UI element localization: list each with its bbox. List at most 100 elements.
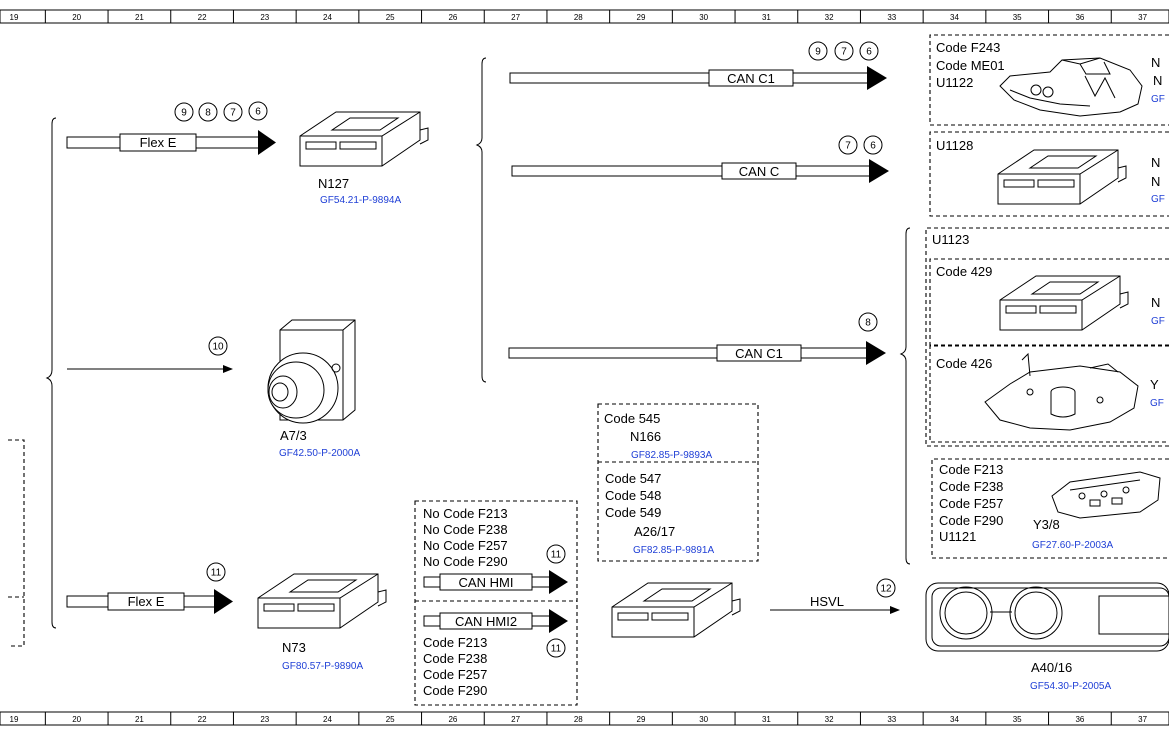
ruler-top-number: 23 [260, 13, 269, 22]
n166-code: Code 545 [604, 411, 660, 426]
a7-3-ref: GF42.50-P-2000A [279, 448, 360, 459]
svg-text:U1122: U1122 [936, 75, 973, 90]
can-c1-top-bus: CAN C1 [509, 66, 887, 90]
svg-text:No Code F257: No Code F257 [423, 538, 508, 553]
pump-unit-u1122 [999, 57, 1143, 117]
svg-text:Code F213: Code F213 [939, 462, 1003, 477]
hmi-code-list: Code F213 Code F238 Code F257 Code F290 [423, 635, 487, 698]
ruler-bottom-number: 31 [762, 715, 771, 724]
ruler-top-number: 19 [10, 13, 19, 22]
ecu-a26-17 [611, 582, 741, 638]
flex-e-top-bus: Flex E [66, 130, 276, 155]
ruler-bottom-number: 24 [323, 715, 332, 724]
y3-8-ref: GF27.60-P-2003A [1032, 540, 1113, 551]
svg-text:11: 11 [551, 550, 562, 561]
y3-8-label: Y3/8 [1033, 517, 1060, 532]
ruler-top-number: 27 [511, 13, 520, 22]
svg-text:N: N [1151, 295, 1160, 310]
right-box-u1123 [925, 227, 1169, 447]
svg-text:Code F213: Code F213 [423, 635, 487, 650]
ruler-top-number: 35 [1013, 13, 1022, 22]
svg-text:N: N [1151, 174, 1160, 189]
svg-text:Code 429: Code 429 [936, 264, 992, 279]
svg-text:9: 9 [181, 108, 187, 119]
ruler-top-number: 31 [762, 13, 771, 22]
a40-16-label: A40/16 [1031, 660, 1072, 675]
svg-text:9: 9 [815, 47, 821, 58]
component-a7-3: A7/3 GF42.50-P-2000A [267, 319, 360, 459]
ruler-top-number: 32 [825, 13, 834, 22]
ruler-top-number: 29 [637, 13, 646, 22]
flex-e-top-circles: 9 8 7 6 [174, 101, 268, 122]
svg-text:Code F243: Code F243 [936, 40, 1000, 55]
ruler-bottom-number: 32 [825, 715, 834, 724]
n73-ref: GF80.57-P-9890A [282, 661, 363, 672]
svg-text:Code F290: Code F290 [939, 513, 1003, 528]
ruler-bottom-number: 22 [198, 715, 207, 724]
ecu-n127: N127 GF54.21-P-9894A [299, 111, 429, 206]
valve-body-y3-8 [1051, 471, 1161, 519]
ruler-top-number: 20 [72, 13, 81, 22]
ruler-top-number: 34 [950, 13, 959, 22]
n166-ref: GF82.85-P-9893A [631, 450, 712, 461]
svg-text:Code F238: Code F238 [423, 651, 487, 666]
valve-unit-code-426 [984, 352, 1139, 431]
n73-label: N73 [282, 640, 306, 655]
hsvl-label: HSVL [810, 594, 844, 609]
ruler-top-number: 25 [386, 13, 395, 22]
right-box-2 [929, 131, 1169, 217]
n166-label: N166 [630, 429, 661, 444]
svg-text:No Code F290: No Code F290 [423, 554, 508, 569]
svg-text:Code ME01: Code ME01 [936, 58, 1005, 73]
a40-16-ref: GF54.30-P-2005A [1030, 681, 1111, 692]
ecu-n73: N73 GF80.57-P-9890A [257, 573, 387, 672]
flex-e-bottom-bus: Flex E [66, 589, 233, 614]
ruler-top-number: 22 [198, 13, 207, 22]
right-box-code-426 [929, 345, 1169, 443]
svg-text:6: 6 [866, 47, 872, 58]
a26-17-codes: Code 547 Code 548 Code 549 [605, 471, 661, 520]
svg-text:N: N [1151, 155, 1160, 170]
ruler-bottom-number: 27 [511, 715, 520, 724]
can-c1-top-label: CAN C1 [727, 71, 775, 86]
ruler-bottom-number: 36 [1075, 715, 1084, 724]
svg-text:Code F257: Code F257 [939, 496, 1003, 511]
svg-text:11: 11 [551, 644, 562, 655]
svg-text:N: N [1153, 73, 1162, 88]
can-hmi-bus: CAN HMI [423, 570, 568, 594]
ruler-top-number: 24 [323, 13, 332, 22]
ruler-bottom-number: 33 [887, 715, 896, 724]
ruler-bottom-number: 25 [386, 715, 395, 724]
n127-label: N127 [318, 176, 349, 191]
svg-text:U1121: U1121 [939, 529, 976, 544]
svg-text:10: 10 [212, 342, 224, 353]
svg-text:7: 7 [230, 108, 236, 119]
a26-group-box [597, 403, 759, 562]
svg-text:Y: Y [1150, 377, 1159, 392]
left-brace [45, 117, 57, 629]
svg-text:8: 8 [865, 318, 871, 329]
can-hmi2-bus: CAN HMI2 [423, 609, 568, 633]
ruler-bottom-number: 23 [260, 715, 269, 724]
svg-text:6: 6 [870, 141, 876, 152]
ruler-top-number: 37 [1138, 13, 1147, 22]
ruler-top-number: 26 [448, 13, 457, 22]
flex-e-top-label: Flex E [140, 135, 177, 150]
svg-text:No Code F238: No Code F238 [423, 522, 508, 537]
svg-text:Code 547: Code 547 [605, 471, 661, 486]
ruler-top-number: 28 [574, 13, 583, 22]
hmi-no-code-list: No Code F213 No Code F238 No Code F257 N… [423, 506, 508, 569]
ruler-bottom-number: 20 [72, 715, 81, 724]
svg-text:Code 426: Code 426 [936, 356, 992, 371]
ruler-bottom-number: 35 [1013, 715, 1022, 724]
can-c-bus: CAN C [511, 159, 889, 183]
svg-text:Code 549: Code 549 [605, 505, 661, 520]
svg-text:11: 11 [211, 568, 222, 579]
can-c1-mid-label: CAN C1 [735, 346, 783, 361]
right-box-1 [929, 34, 1169, 126]
ruler-bottom-number: 28 [574, 715, 583, 724]
svg-text:Code F290: Code F290 [423, 683, 487, 698]
svg-text:GF: GF [1150, 398, 1164, 409]
